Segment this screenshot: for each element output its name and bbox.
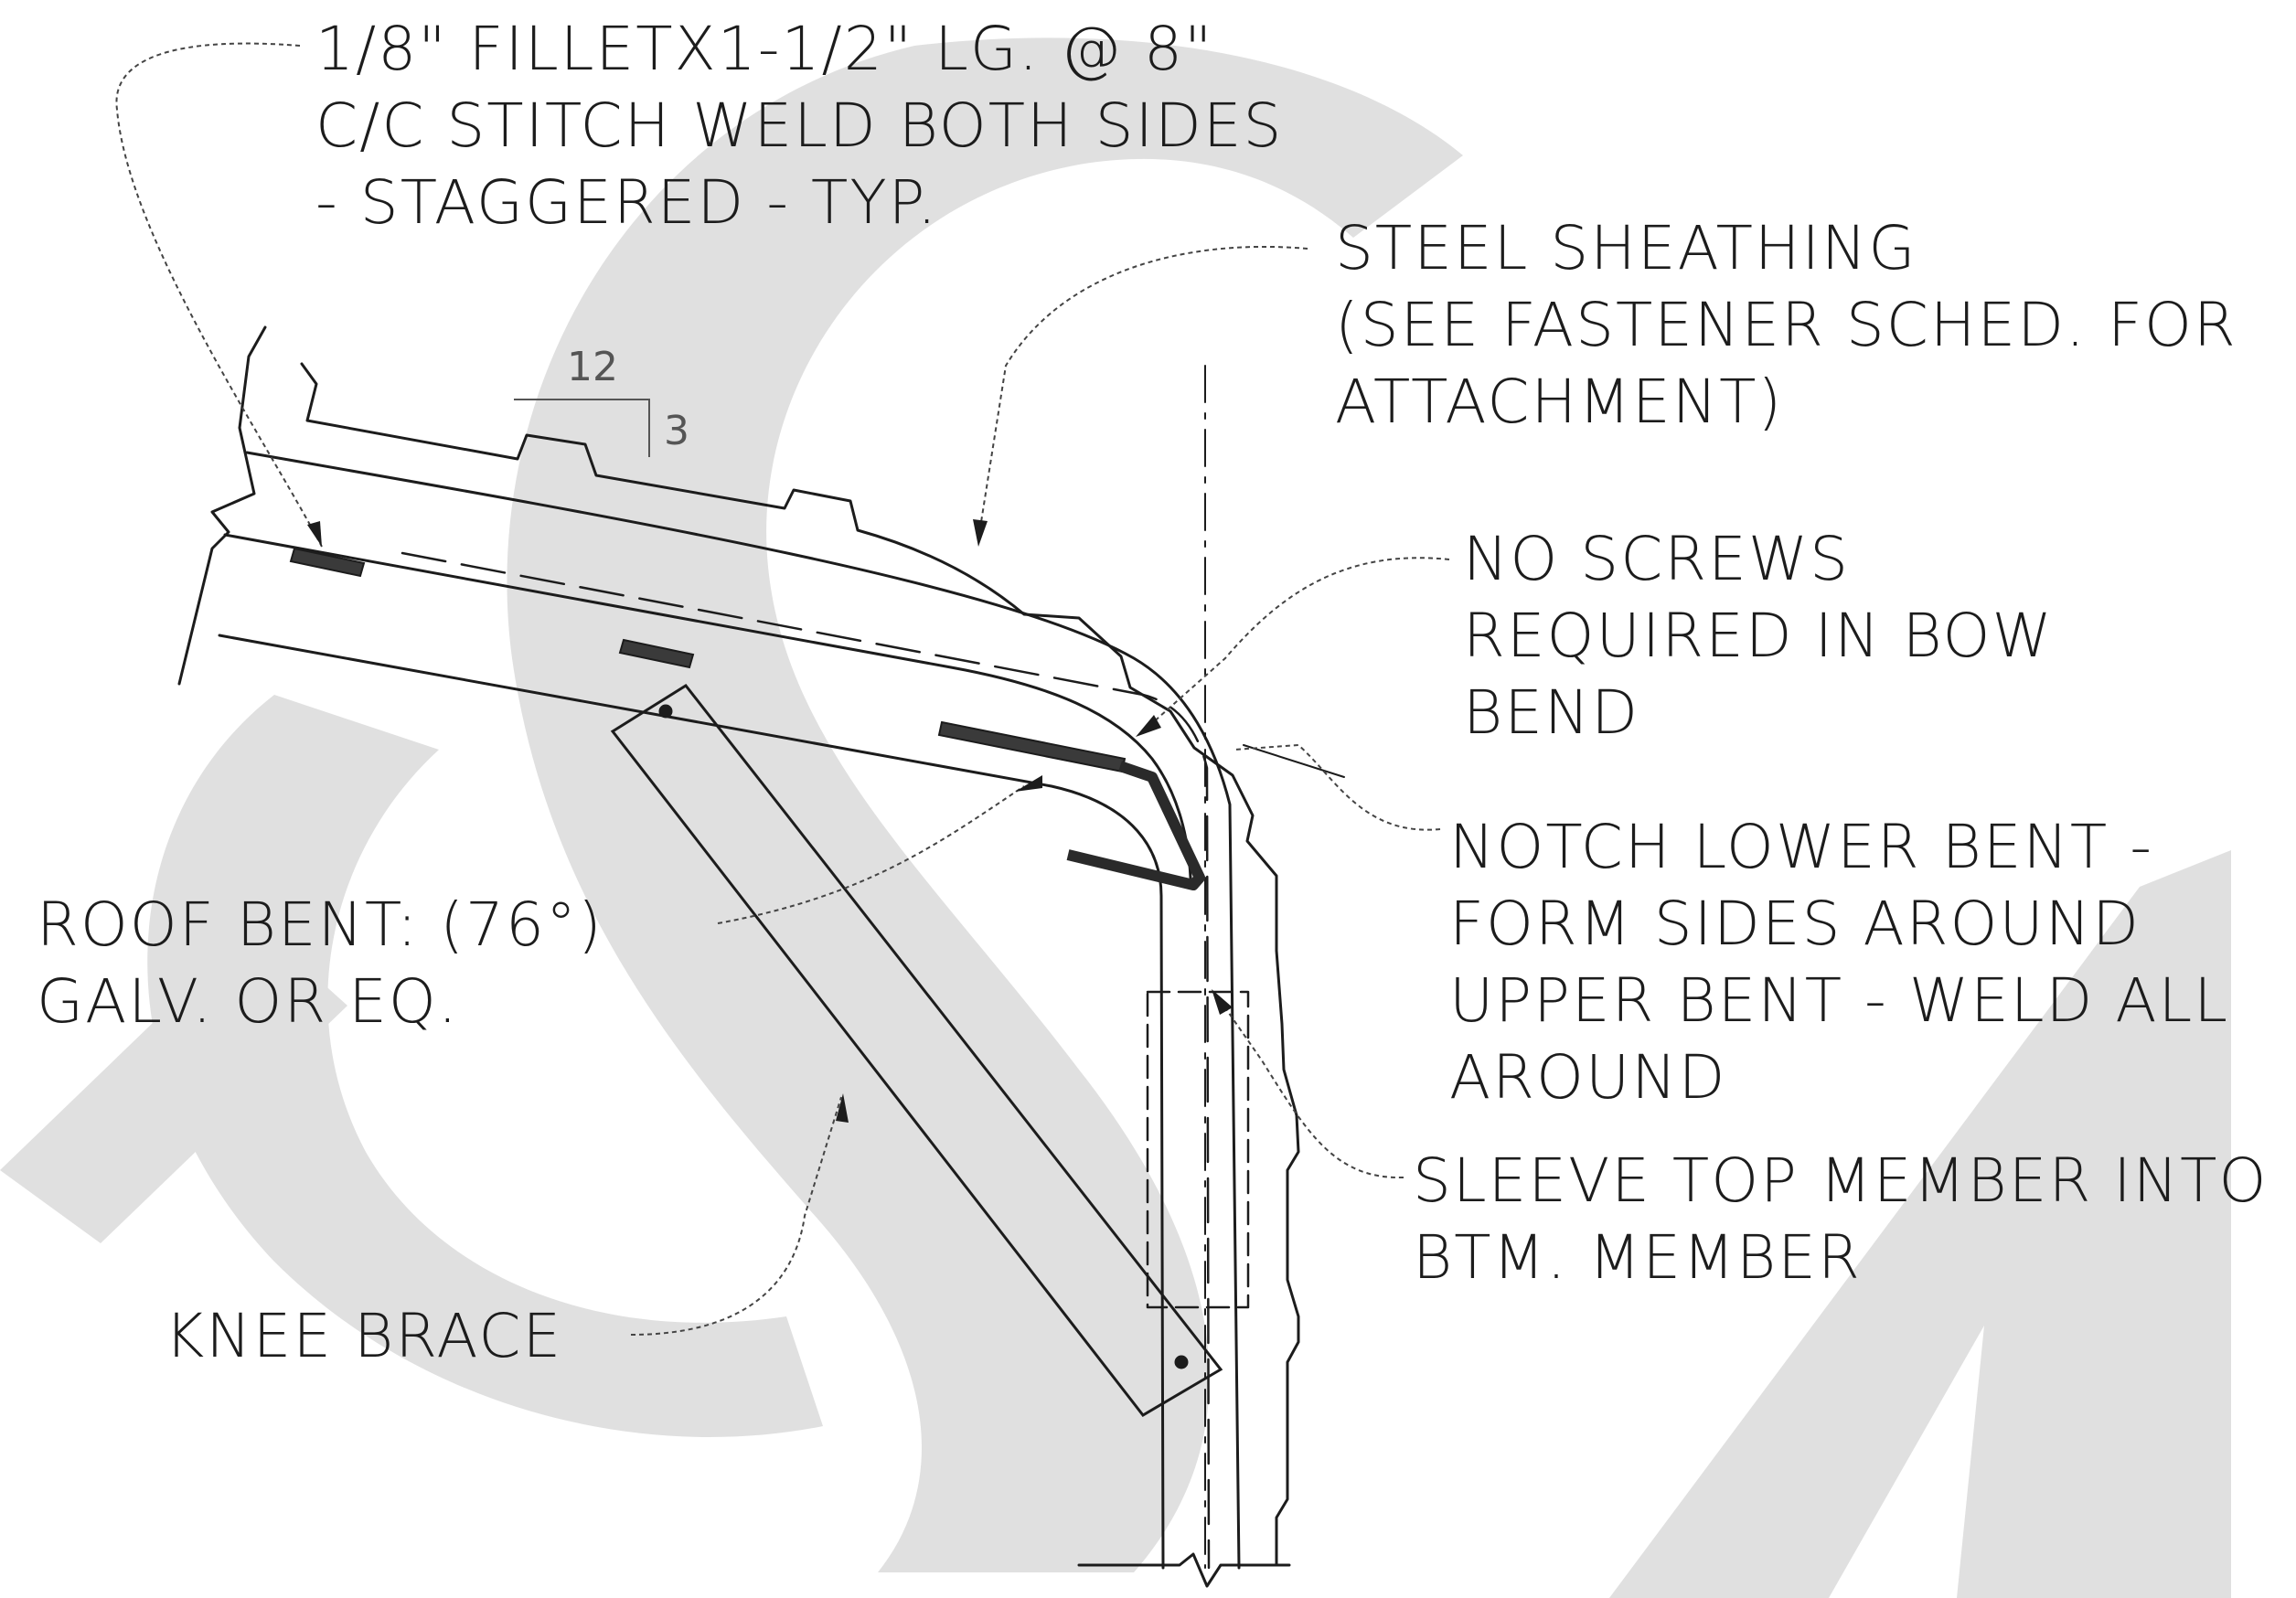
break-line-left bbox=[177, 325, 267, 686]
stitch-welds bbox=[289, 547, 1127, 773]
knee-brace bbox=[610, 684, 1223, 1417]
knee-brace-bolt-top bbox=[658, 704, 673, 719]
leader-roof-bent bbox=[717, 785, 1025, 924]
note-roof-bent-line-2: GALV. OR EQ. bbox=[37, 966, 459, 1037]
note-no-screws-line-2: REQUIRED IN BOW bbox=[1463, 601, 2054, 671]
leaders bbox=[115, 42, 1450, 1336]
note-steel-sheathing-line-1: STEEL SHEATHING bbox=[1335, 213, 1917, 283]
note-stitch-weld-line-1: 1/8" FILLETX1-1/2" LG. @ 8" bbox=[315, 14, 1214, 84]
slope-rise-label: 3 bbox=[664, 408, 689, 454]
note-stitch-weld: 1/8" FILLETX1-1/2" LG. @ 8" C/C STITCH W… bbox=[315, 11, 1283, 241]
upper-bent-bottom bbox=[218, 634, 1165, 1570]
note-notch-line-2: FORM SIDES AROUND bbox=[1449, 889, 2141, 959]
note-notch-line-4: AROUND bbox=[1449, 1042, 1727, 1113]
note-notch-line-3: UPPER BENT - WELD ALL bbox=[1449, 965, 2230, 1036]
base-break-line bbox=[1077, 1552, 1291, 1588]
note-stitch-weld-line-2: C/C STITCH WELD BOTH SIDES bbox=[315, 91, 1284, 161]
note-roof-bent: ROOF BENT: (76°) GALV. OR EQ. bbox=[37, 887, 603, 1040]
slope-run-label: 12 bbox=[567, 344, 618, 390]
notch-weld bbox=[1066, 761, 1205, 890]
note-notch-lower-bent: NOTCH LOWER BENT - FORM SIDES AROUND UPP… bbox=[1449, 809, 2229, 1116]
knee-brace-bolt-bottom bbox=[1174, 1355, 1189, 1369]
weld-bead-3 bbox=[937, 720, 1127, 773]
leader-sleeve bbox=[1215, 994, 1404, 1179]
note-knee-brace: KNEE BRACE bbox=[165, 1298, 562, 1375]
note-roof-bent-line-1: ROOF BENT: (76°) bbox=[37, 890, 603, 960]
note-sleeve: SLEEVE TOP MEMBER INTO BTM. MEMBER bbox=[1413, 1143, 2268, 1296]
weld-bead-1 bbox=[289, 547, 366, 578]
lower-bent-notch bbox=[1243, 744, 1345, 778]
steel-sheathing-profile bbox=[300, 362, 1300, 1567]
leader-stitch-weld bbox=[115, 42, 323, 548]
leader-knee-brace bbox=[630, 1096, 842, 1336]
upper-bent-top bbox=[245, 451, 1241, 1570]
note-sleeve-line-2: BTM. MEMBER bbox=[1413, 1222, 1862, 1293]
note-steel-sheathing-line-3: ATTACHMENT) bbox=[1335, 367, 1784, 437]
watermark-logo bbox=[0, 37, 2231, 1598]
note-steel-sheathing-line-2: (SEE FASTENER SCHED. FOR bbox=[1335, 290, 2237, 360]
leader-steel-sheathing bbox=[977, 245, 1308, 540]
leader-no-screws bbox=[1142, 557, 1450, 732]
leader-arrowheads bbox=[307, 519, 1233, 1123]
note-no-screws-line-1: NO SCREWS bbox=[1463, 524, 1850, 594]
note-knee-brace-line-1: KNEE BRACE bbox=[165, 1301, 563, 1371]
slope-indicator bbox=[514, 399, 650, 457]
note-no-screws-line-3: BEND bbox=[1463, 677, 1640, 748]
weld-bead-2 bbox=[618, 638, 695, 669]
note-no-screws: NO SCREWS REQUIRED IN BOW BEND bbox=[1463, 521, 2054, 751]
note-notch-line-1: NOTCH LOWER BENT - bbox=[1449, 812, 2154, 882]
leader-notch bbox=[1233, 743, 1441, 831]
note-sleeve-line-1: SLEEVE TOP MEMBER INTO bbox=[1413, 1145, 2269, 1216]
note-steel-sheathing: STEEL SHEATHING (SEE FASTENER SCHED. FOR… bbox=[1335, 210, 2237, 441]
note-stitch-weld-line-3: - STAGGERED - TYP. bbox=[315, 167, 939, 238]
